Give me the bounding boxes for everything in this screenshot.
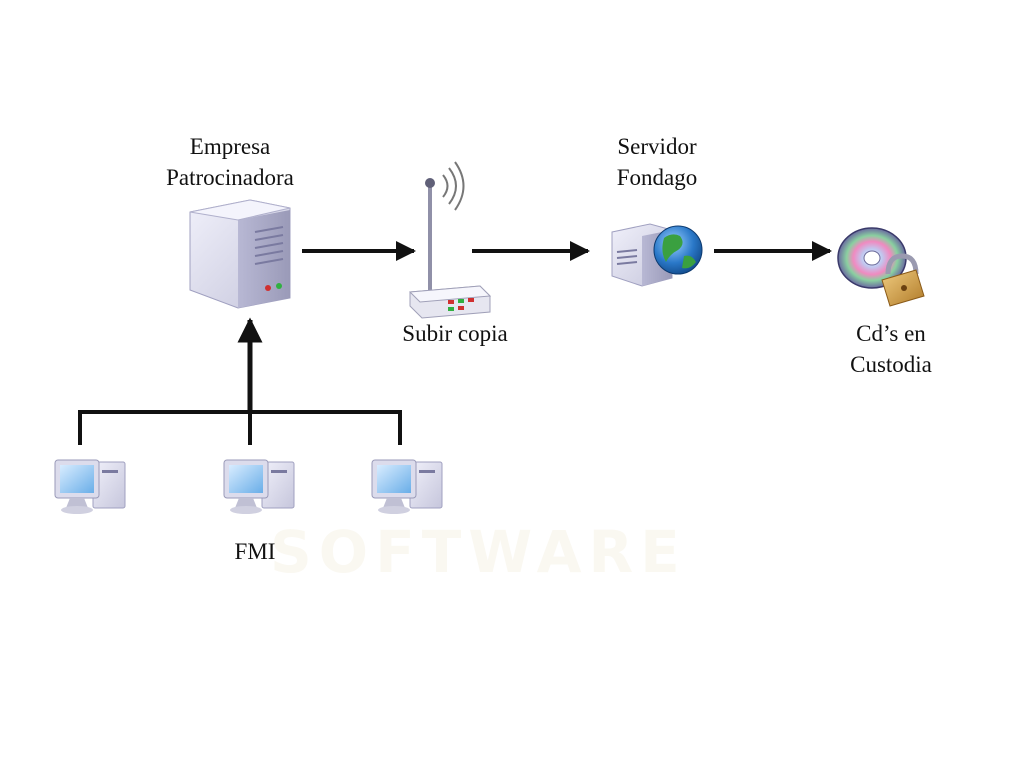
server-tower-icon (189, 199, 291, 309)
cd-custody-label: Cd’s en Custodia (811, 318, 971, 380)
fondago-server-label-line1: Servidor (617, 134, 697, 159)
workstation-icon (54, 459, 126, 514)
sponsor-company-label-line2: Patrocinadora (166, 165, 294, 190)
locked-cd-icon (837, 227, 925, 307)
sponsor-company-label: Empresa Patrocinadora (130, 131, 330, 193)
router-label: Subir copia (402, 321, 508, 346)
workstation-icon (223, 459, 295, 514)
cd-custody-label-line1: Cd’s en (856, 321, 926, 346)
fondago-server-label-line2: Fondago (616, 165, 698, 190)
sponsor-company-label-line1: Empresa (189, 134, 271, 159)
workstation-icon (371, 459, 443, 514)
cd-custody-label-line2: Custodia (850, 352, 932, 377)
wireless-router-icon (408, 161, 492, 319)
fmi-label: FMI (234, 539, 276, 564)
web-server-icon (611, 223, 703, 287)
fondago-server-label: Servidor Fondago (577, 131, 737, 193)
fmi-bus-connector (78, 410, 402, 445)
